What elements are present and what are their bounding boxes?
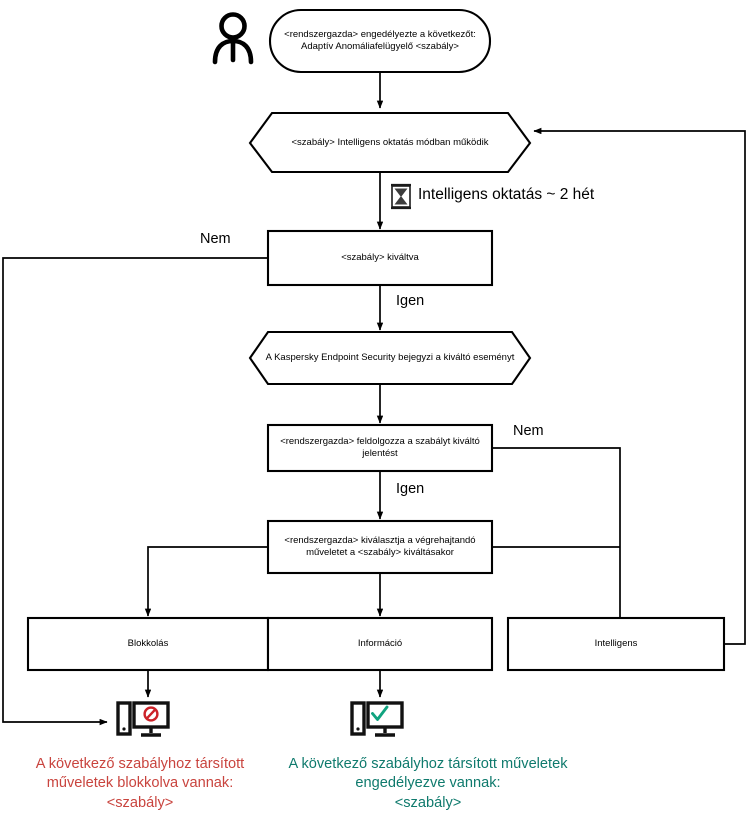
edge-label-rule-triggered-no: Nem bbox=[200, 231, 231, 247]
person-icon bbox=[212, 12, 254, 65]
hourglass-icon bbox=[391, 183, 411, 210]
computer-blocked-icon bbox=[116, 701, 170, 737]
edge-label-report-no: Nem bbox=[513, 423, 544, 439]
edge-label-rule-triggered-yes: Igen bbox=[396, 293, 425, 309]
caption-allowed: A következő szabályhoz társított művelet… bbox=[288, 756, 568, 811]
edge-label-training-duration: Intelligens oktatás ~ 2 hét bbox=[418, 186, 595, 203]
edge-label-report-yes: Igen bbox=[396, 481, 425, 497]
computer-allowed-icon bbox=[350, 701, 404, 737]
caption-blocked: A következő szabályhoz társított művelet… bbox=[35, 756, 245, 811]
